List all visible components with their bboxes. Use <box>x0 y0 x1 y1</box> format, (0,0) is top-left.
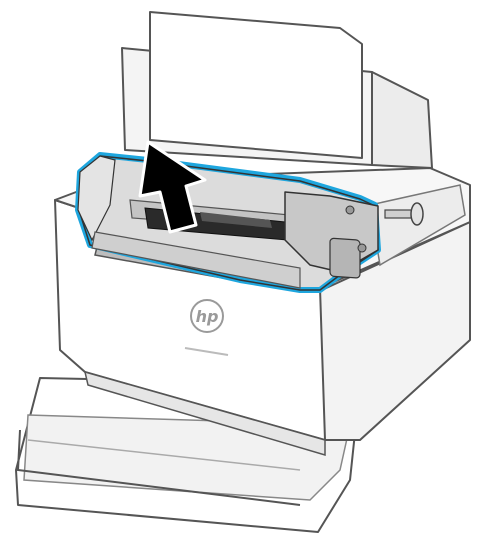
logo-text: hp <box>196 307 219 326</box>
input-tray <box>122 12 432 168</box>
